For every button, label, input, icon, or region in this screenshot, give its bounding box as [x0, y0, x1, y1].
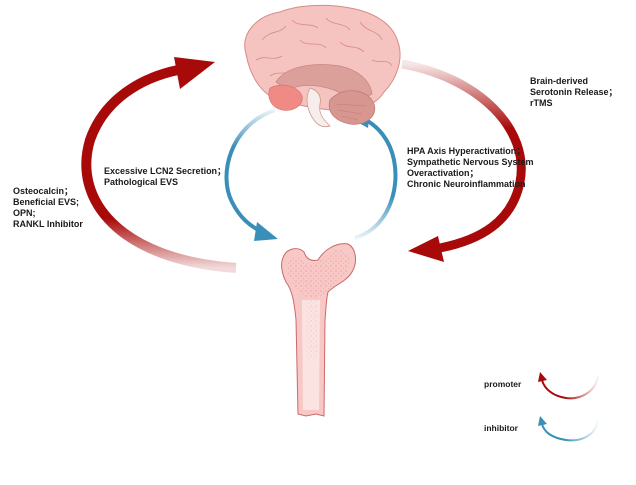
brain-to-bone-promoter-label: Brain-derived Serotonin Release； rTMS: [530, 76, 618, 109]
label-line: HPA Axis Hyperactivation；: [407, 146, 526, 156]
legend-promoter-label: promoter: [484, 379, 522, 389]
legend-inhibitor-label: inhibitor: [484, 423, 518, 433]
inhibitor-arrow-bone-to-brain: [350, 110, 398, 240]
legend-inhibitor-arrow: [538, 416, 599, 442]
promoter-arrow-bone-to-brain: [81, 57, 237, 273]
label-line: Overactivation；: [407, 168, 479, 178]
label-line: rTMS: [530, 98, 553, 108]
label-line: Sympathetic Nervous System: [407, 157, 534, 167]
brain-to-bone-inhibitor-label: Excessive LCN2 Secretion； Pathological E…: [104, 166, 226, 188]
brain-illustration: [244, 4, 401, 128]
label-line: Osteocalcin；: [13, 186, 74, 196]
inhibitor-arrow-brain-to-bone: [224, 108, 278, 241]
label-line: Pathological EVS: [104, 177, 179, 187]
bone-to-brain-promoter-label: Osteocalcin； Beneficial EVS; OPN; RANKL …: [13, 186, 83, 230]
label-line: OPN;: [13, 208, 36, 218]
label-line: Serotonin Release；: [530, 87, 618, 97]
legend-promoter-arrow: [538, 372, 599, 400]
bone-to-brain-inhibitor-label: HPA Axis Hyperactivation； Sympathetic Ne…: [407, 146, 534, 190]
label-line: Brain-derived: [530, 76, 589, 86]
promoter-arrow-brain-to-bone: [401, 59, 526, 262]
label-line: Beneficial EVS;: [13, 197, 80, 207]
label-line: Chronic Neuroinflammation: [407, 179, 526, 189]
femur-bone-illustration: [281, 243, 356, 417]
label-line: RANKL Inhibitor: [13, 219, 83, 229]
label-line: Excessive LCN2 Secretion；: [104, 166, 227, 176]
